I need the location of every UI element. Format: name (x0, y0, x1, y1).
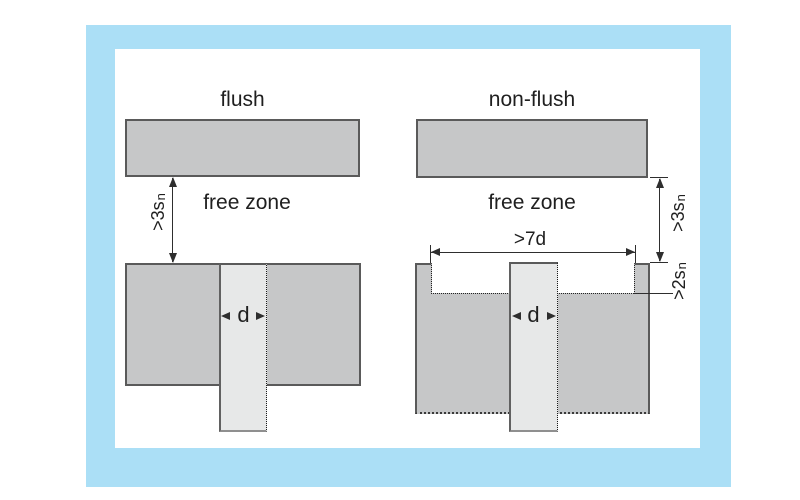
non-flush-upper-plate (416, 119, 648, 178)
extension-line-wall-top (650, 262, 668, 263)
flush-gap-dimension-line (172, 178, 173, 262)
non-flush-recess-width-dimension-line (431, 252, 635, 253)
non-flush-gap-value: >3s (668, 202, 688, 232)
arrowhead-left-icon (431, 248, 440, 256)
extension-line-plate-bottom (650, 177, 668, 178)
arrowhead-right-icon (547, 312, 556, 320)
extension-line-recess-right (635, 245, 636, 263)
flush-free-zone-label: free zone (203, 191, 291, 214)
non-flush-block-right-wall (634, 263, 650, 294)
non-flush-gap-dimension-line (659, 179, 660, 261)
arrowhead-left-icon (512, 312, 521, 320)
arrowhead-down-icon (656, 252, 664, 262)
flush-title: flush (220, 88, 265, 111)
arrowhead-down-icon (169, 253, 177, 263)
non-flush-title: non-flush (488, 88, 576, 111)
recess-depth-subscript: n (673, 262, 689, 270)
arrowhead-up-icon (656, 178, 664, 188)
recess-depth-value: >2s (669, 270, 689, 300)
flush-sensor-body (219, 263, 267, 432)
non-flush-gap-subscript: n (672, 194, 688, 202)
flush-upper-plate (125, 119, 360, 177)
extension-line-recess-left (430, 245, 431, 263)
non-flush-block-left-wall (415, 263, 432, 294)
arrowhead-right-icon (256, 312, 265, 320)
non-flush-diameter-label: d (527, 302, 540, 327)
extension-line-recess-floor (634, 293, 673, 294)
arrowhead-left-icon (221, 312, 230, 320)
arrowhead-right-icon (626, 248, 635, 256)
flush-diameter-label: d (237, 302, 250, 327)
non-flush-sensor-body (509, 262, 558, 432)
arrowhead-up-icon (169, 177, 177, 187)
non-flush-free-zone-label: free zone (488, 191, 576, 214)
non-flush-recess-width-label: >7d (513, 229, 547, 250)
